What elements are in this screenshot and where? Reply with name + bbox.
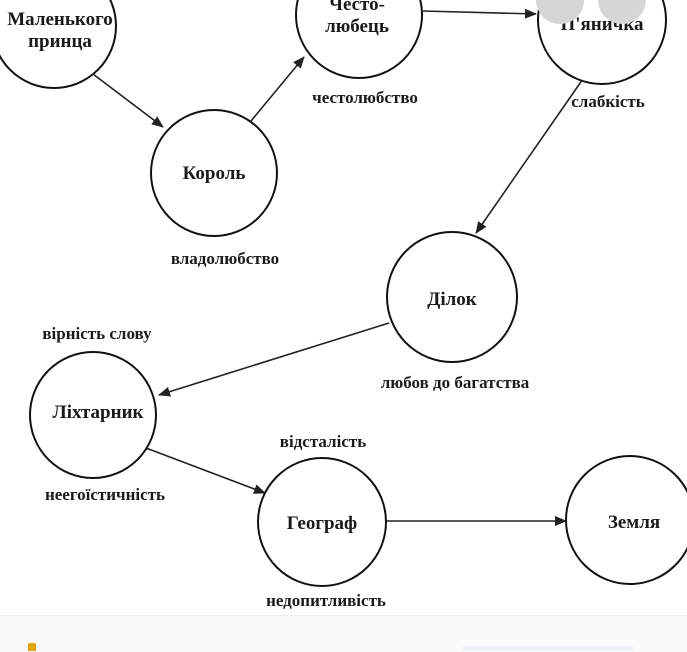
- node-ambitious: Често- любець: [295, 0, 423, 79]
- label-geographer-bottom: недопитливість: [266, 591, 386, 610]
- edge-king-to-ambitious: [250, 56, 305, 122]
- diagram: Маленького принца Король Често- любець П…: [0, 0, 687, 610]
- label-ambitious: честолюбство: [312, 88, 418, 107]
- edge-ambitious-to-drunkard: [422, 8, 537, 19]
- node-businessman-label: Ділок: [427, 289, 477, 310]
- bottom-strip: [0, 615, 687, 652]
- edge-lamplighter-to-geographer: [145, 447, 266, 494]
- label-drunkard: слабкість: [571, 92, 645, 111]
- node-businessman: Ділок: [386, 231, 518, 363]
- node-earth-label: Земля: [608, 512, 660, 533]
- node-lamplighter-label: Ліхтарник: [53, 402, 144, 423]
- label-lamplighter-top: вірність слову: [42, 324, 152, 343]
- label-lamplighter-bottom: неегоїстичність: [45, 485, 165, 504]
- node-ambitious-line-1: Често-: [329, 0, 385, 15]
- label-geographer-top: відсталість: [280, 432, 366, 451]
- faint-box: [462, 646, 634, 651]
- node-little-prince: Маленького принца: [0, 0, 117, 89]
- star-icon[interactable]: [28, 643, 36, 651]
- edge-businessman-to-lamplighter: [158, 322, 390, 397]
- label-king: владолюбство: [171, 249, 279, 268]
- node-lamplighter: Ліхтарник: [29, 351, 157, 479]
- edge-drunkard-to-businessman: [475, 75, 586, 234]
- node-earth: Земля: [565, 455, 687, 585]
- edge-prince-to-king: [88, 70, 164, 128]
- node-ambitious-line-2: любець: [325, 16, 389, 37]
- node-king: Король: [150, 109, 278, 237]
- label-businessman: любов до багатства: [381, 373, 530, 392]
- node-geographer: Географ: [257, 457, 387, 587]
- node-little-prince-line-1: Маленького: [7, 9, 113, 30]
- node-little-prince-line-2: принца: [28, 31, 92, 52]
- node-king-label: Король: [183, 163, 246, 184]
- node-geographer-label: Географ: [287, 513, 357, 534]
